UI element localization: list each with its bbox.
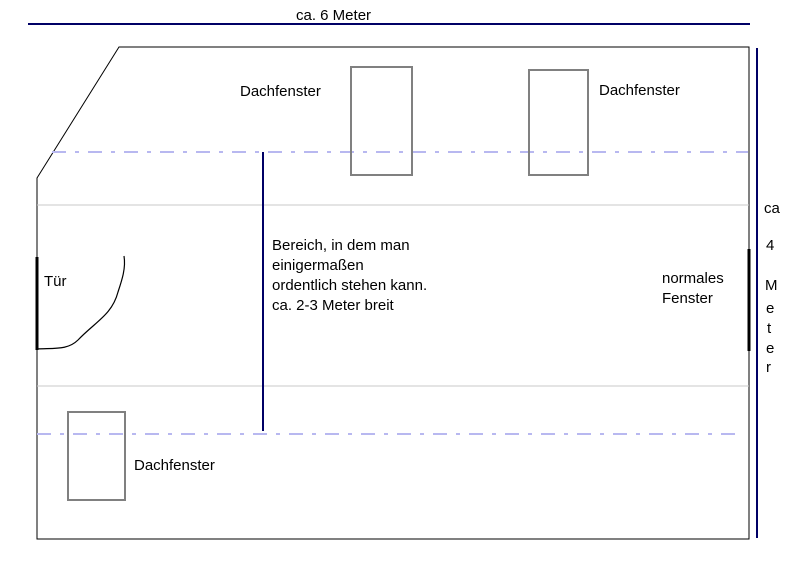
skylight-bottom-label: Dachfenster xyxy=(134,457,215,474)
standing-area-line-4: ca. 2-3 Meter breit xyxy=(272,297,395,314)
width-label: ca. 6 Meter xyxy=(296,7,371,24)
height-label-ca: ca xyxy=(764,200,781,217)
skylight-bottom xyxy=(67,411,126,501)
skylight-top-left-label: Dachfenster xyxy=(240,83,321,100)
skylight-top-left xyxy=(350,66,413,176)
standing-area-line-3: ordentlich stehen kann. xyxy=(272,277,427,294)
standing-area-line-1: Bereich, in dem man xyxy=(272,237,410,254)
standing-area-text: Bereich, in dem man einigermaßen ordentl… xyxy=(272,237,431,314)
window-text: normales Fenster xyxy=(662,270,728,307)
door-label: Tür xyxy=(44,273,67,290)
skylight-top-right-label: Dachfenster xyxy=(599,82,680,99)
height-label-t: t xyxy=(767,320,772,337)
window-line-1: normales xyxy=(662,270,724,287)
height-label-m: M xyxy=(765,277,778,294)
door-swing-arc xyxy=(36,255,126,350)
standing-area-line-2: einigermaßen xyxy=(272,257,364,274)
height-label-e2: e xyxy=(766,340,774,357)
height-label-e1: e xyxy=(766,300,774,317)
skylight-top-right xyxy=(528,69,589,176)
window-line-2: Fenster xyxy=(662,290,713,307)
height-label-r: r xyxy=(766,359,771,376)
room-outline xyxy=(36,46,750,540)
height-label-4: 4 xyxy=(766,237,774,254)
